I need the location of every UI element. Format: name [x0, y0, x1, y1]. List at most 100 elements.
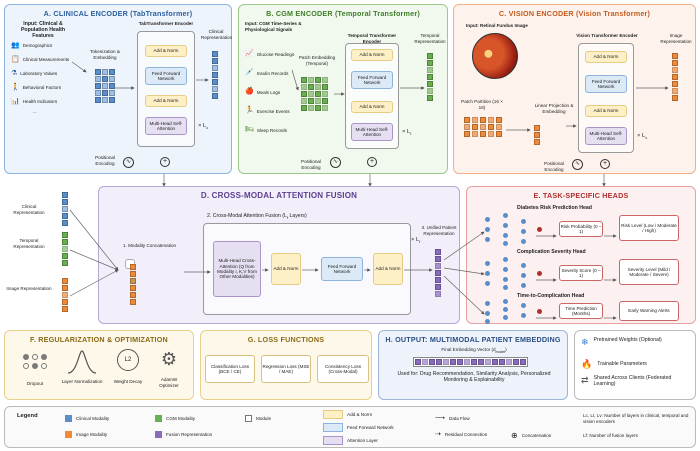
feature-list: 👥Demographics 📋Clinical Measurements ⚗La… [11, 39, 77, 119]
tokenization-label: Tokenization & Embedding [90, 49, 120, 60]
side-legend: ❄Pretrained Weights (Optional) 🔥Trainabl… [574, 330, 696, 400]
multi-head-cross-attention-block: Multi-Head Cross-Attention (Q from Modal… [213, 241, 261, 297]
cgm-input-label: Input: CGM Time-Series & Physiological S… [245, 21, 302, 32]
image-input-vector [62, 278, 68, 312]
patch-grid [464, 117, 503, 137]
feed-forward-block: Feed Forward Network [585, 75, 627, 93]
add-norm-block: Add & Norm [373, 253, 403, 285]
panel-vision-encoder: C. VISION ENCODER (Vision Transformer) I… [453, 4, 696, 174]
head-title: Complication Severity Head [517, 249, 586, 255]
severity-score-output: Severity Score (0 – 1) [559, 265, 603, 281]
embedding-usage-text: Used for: Drug Recommendation, Similarit… [397, 371, 551, 384]
pretrained-item: ❄Pretrained Weights (Optional) [581, 337, 662, 347]
tabtransformer-encoder-title: TabTransformer Encoder [138, 21, 194, 26]
multi-head-self-attention-block: Multi-Head Self-Attention [585, 127, 627, 145]
layer-norm-label: Layer Normalization [61, 379, 103, 384]
panel-regularization: F. REGULARIZATION & OPTIMIZATION Dropout… [4, 330, 194, 400]
panel-a-title: A. CLINICAL ENCODER (TabTransformer) [43, 9, 193, 18]
final-embedding-vector [413, 357, 528, 367]
patch-embedding-label: Patch Embedding (Temporal) [298, 55, 336, 66]
legend: Legend Clinical Modality CGM Modality Mo… [4, 406, 696, 448]
legend-cgm: CGM Modality [155, 415, 195, 422]
legend-module: Module [245, 415, 271, 422]
feature-item: 🚶Behavioral Factors [11, 83, 62, 91]
fundus-input-label: Input: Retinal Fundus Image [466, 23, 528, 28]
people-icon: 👥 [11, 41, 20, 49]
image-representation-input-label: Image Representation [6, 286, 52, 291]
panel-e-title: E. TASK-SPECIFIC HEADS [533, 191, 629, 200]
image-representation-vector [672, 53, 678, 101]
legend-attention: Attention Layer [323, 436, 378, 445]
clinical-input-label: Input: Clinical & Population Health Feat… [20, 21, 66, 40]
panel-cgm-encoder: B. CGM ENCODER (Temporal Transformer) In… [238, 4, 448, 174]
signal-item: 💉Insulin Records [245, 69, 289, 77]
clinical-input-vector [62, 192, 68, 226]
temporal-encoder-title: Temporal Transformer Encoder [347, 33, 397, 44]
head-title: Diabetes Risk Prediction Head [517, 205, 592, 211]
running-icon: 🏃 [245, 107, 254, 115]
add-norm-block: Add & Norm [351, 49, 393, 61]
panel-h-title: H. OUTPUT: MULTIMODAL PATIENT EMBEDDING [385, 335, 561, 344]
add-norm-block: Add & Norm [145, 45, 187, 57]
snowflake-icon: ❄ [581, 337, 589, 347]
token-embedding-grid [95, 69, 115, 103]
add-norm-block: Add & Norm [351, 101, 393, 113]
bed-icon: 🛏 [245, 126, 254, 134]
panel-cross-modal-fusion: D. CROSS-MODAL ATTENTION FUSION 1. Modal… [98, 186, 460, 324]
panel-task-heads: E. TASK-SPECIFIC HEADS Diabetes Risk Pre… [466, 186, 696, 324]
add-operator-icon: + [367, 157, 377, 167]
clipboard-icon: 📋 [11, 55, 20, 63]
arrow-right-icon: ⟶ [435, 415, 446, 422]
sine-wave-icon: ∿ [330, 157, 341, 168]
adamw-label: AdamW Optimizer [159, 377, 179, 388]
signal-item: 📈Glucose Readings [245, 50, 295, 58]
severity-level-result: Severity Level (Mild / Moderate / Severe… [619, 259, 679, 285]
concatenated-vectors [125, 259, 136, 305]
feature-item: 👥Demographics [11, 41, 53, 49]
temporal-representation-label: Temporal Representation [414, 33, 446, 44]
patch-embedding-grid [301, 77, 328, 111]
positional-encoding-label: Positional Encoding [544, 161, 564, 172]
apple-icon: 🍎 [245, 88, 254, 96]
patch-partition-label: Patch Partition (16 × 16) [461, 99, 503, 110]
layer-count-label: × Lt [402, 129, 412, 137]
panel-g-title: G. LOSS FUNCTIONS [247, 335, 325, 344]
legend-clinical: Clinical Modality [65, 415, 109, 422]
panel-d-title: D. CROSS-MODAL ATTENTION FUSION [200, 191, 358, 200]
share-icon: ⇄ [581, 375, 589, 385]
signal-item: 🍎Meals Logs [245, 88, 281, 96]
fusion-layer-count: × Lf [411, 237, 421, 245]
signal-item: 🛏Sleep Records [245, 126, 288, 134]
temporal-representation-vector [427, 53, 433, 101]
layer-count-label: × Lc [198, 123, 209, 131]
bell-curve-icon [67, 349, 97, 375]
clinical-representation-label: Clinical Representation [201, 29, 233, 40]
add-norm-block: Add & Norm [271, 253, 301, 285]
positional-encoding-label: Positional Encoding [301, 159, 321, 170]
unified-representation-label: 3. Unified Patient Representation [421, 225, 457, 236]
multi-head-self-attention-block: Multi-Head Self-Attention [145, 117, 187, 135]
temporal-representation-input-label: Temporal Representation [13, 238, 45, 249]
trainable-item: 🔥Trainable Parameters [581, 359, 647, 369]
shared-item: ⇄Shared Across Clients (Federated Learni… [581, 375, 672, 388]
line-graph-icon: 📈 [245, 50, 254, 58]
legend-note-fusion: Lf: Number of fusion layers [583, 433, 638, 438]
mlp-network-diagram [485, 299, 545, 324]
early-warning-result: Early Warning Alerts [619, 301, 679, 321]
positional-encoding-label: Positional Encoding [95, 155, 115, 166]
dropout-label: Dropout [26, 381, 44, 386]
unified-representation-vector [435, 249, 441, 297]
legend-ffn: Feed Forward Network [323, 423, 394, 432]
risk-level-result: Risk Level (Low / Moderate / High) [619, 215, 679, 241]
temporal-input-vector [62, 232, 68, 266]
feed-forward-block: Feed Forward Network [351, 71, 393, 89]
linear-projection-label: Linear Projection & Embedding [534, 103, 574, 114]
person-walking-icon: 🚶 [11, 83, 20, 91]
legend-note-layers: Lc, Lt, Lv: Number of layers in clinical… [583, 413, 689, 424]
panel-output-embedding: H. OUTPUT: MULTIMODAL PATIENT EMBEDDING … [378, 330, 568, 400]
legend-image: Image Modality [65, 431, 107, 438]
feature-item: 📋Clinical Measurements [11, 55, 70, 63]
mlp-network-diagram [485, 213, 545, 246]
vision-encoder-title: Vision Transformer Encoder [576, 33, 638, 38]
syringe-icon: 💉 [245, 69, 254, 77]
